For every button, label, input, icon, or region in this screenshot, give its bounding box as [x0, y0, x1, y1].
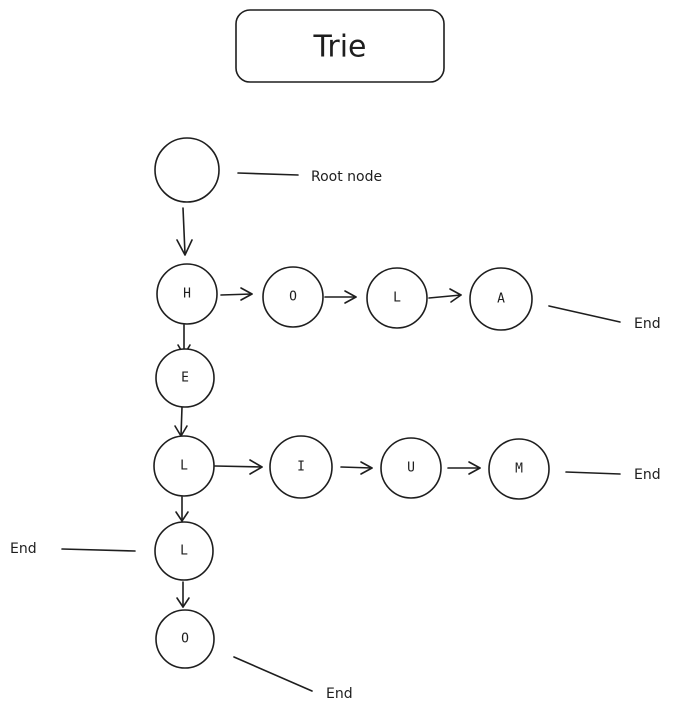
- annotation-end-a: End: [634, 316, 661, 332]
- annotations: Root node End End End End: [10, 169, 661, 702]
- trie-node-root: [154, 137, 220, 203]
- node-label-m: M: [515, 462, 523, 477]
- trie-node-o2: O: [155, 609, 215, 669]
- diagram-title: Trie: [312, 30, 366, 65]
- leader-end-l3: [61, 548, 136, 552]
- node-label-o1: O: [289, 290, 297, 305]
- node-label-h: H: [183, 287, 191, 302]
- trie-node-l2: L: [153, 435, 215, 497]
- leader-root-note: [237, 172, 299, 176]
- annotation-end-l3: End: [10, 541, 37, 557]
- trie-node-h: H: [156, 263, 218, 325]
- node-label-a: A: [497, 292, 505, 307]
- edge-i-u: [340, 461, 373, 475]
- annotation-end-o2: End: [326, 686, 353, 702]
- trie-node-e: E: [155, 348, 215, 408]
- edge-root-h: [176, 207, 193, 256]
- trie-node-l1: L: [366, 267, 428, 329]
- edges: [174, 207, 481, 608]
- title-box: Trie: [235, 9, 445, 83]
- node-label-o2: O: [181, 632, 189, 647]
- annotation-root-node: Root node: [311, 169, 382, 185]
- node-label-u: U: [407, 461, 415, 476]
- leader-end-m: [565, 471, 621, 475]
- trie-node-u: U: [380, 437, 442, 499]
- trie-node-m: M: [488, 438, 550, 500]
- node-label-e: E: [181, 371, 189, 386]
- edge-o1-l1: [324, 290, 357, 304]
- edge-l2-i: [214, 459, 263, 475]
- edge-u-m: [447, 461, 481, 475]
- edge-l3-o2: [176, 581, 190, 608]
- node-label-l2: L: [180, 459, 188, 474]
- node-label-i: I: [297, 460, 305, 475]
- edge-h-o1: [220, 287, 253, 301]
- edge-l1-a: [428, 288, 462, 303]
- trie-node-i: I: [269, 435, 333, 499]
- edge-l2-l3: [175, 496, 189, 522]
- node-label-l3: L: [180, 544, 188, 559]
- nodes: H O L A E L I U: [153, 137, 550, 669]
- annotation-end-m: End: [634, 467, 661, 483]
- node-label-l1: L: [393, 291, 401, 306]
- trie-node-o1: O: [262, 266, 324, 328]
- leader-end-o2: [233, 656, 313, 692]
- trie-node-a: A: [469, 267, 533, 331]
- trie-node-l3: L: [154, 521, 214, 581]
- annotation-lines: [61, 172, 621, 692]
- leader-end-a: [548, 305, 621, 323]
- edge-e-l2: [174, 406, 188, 437]
